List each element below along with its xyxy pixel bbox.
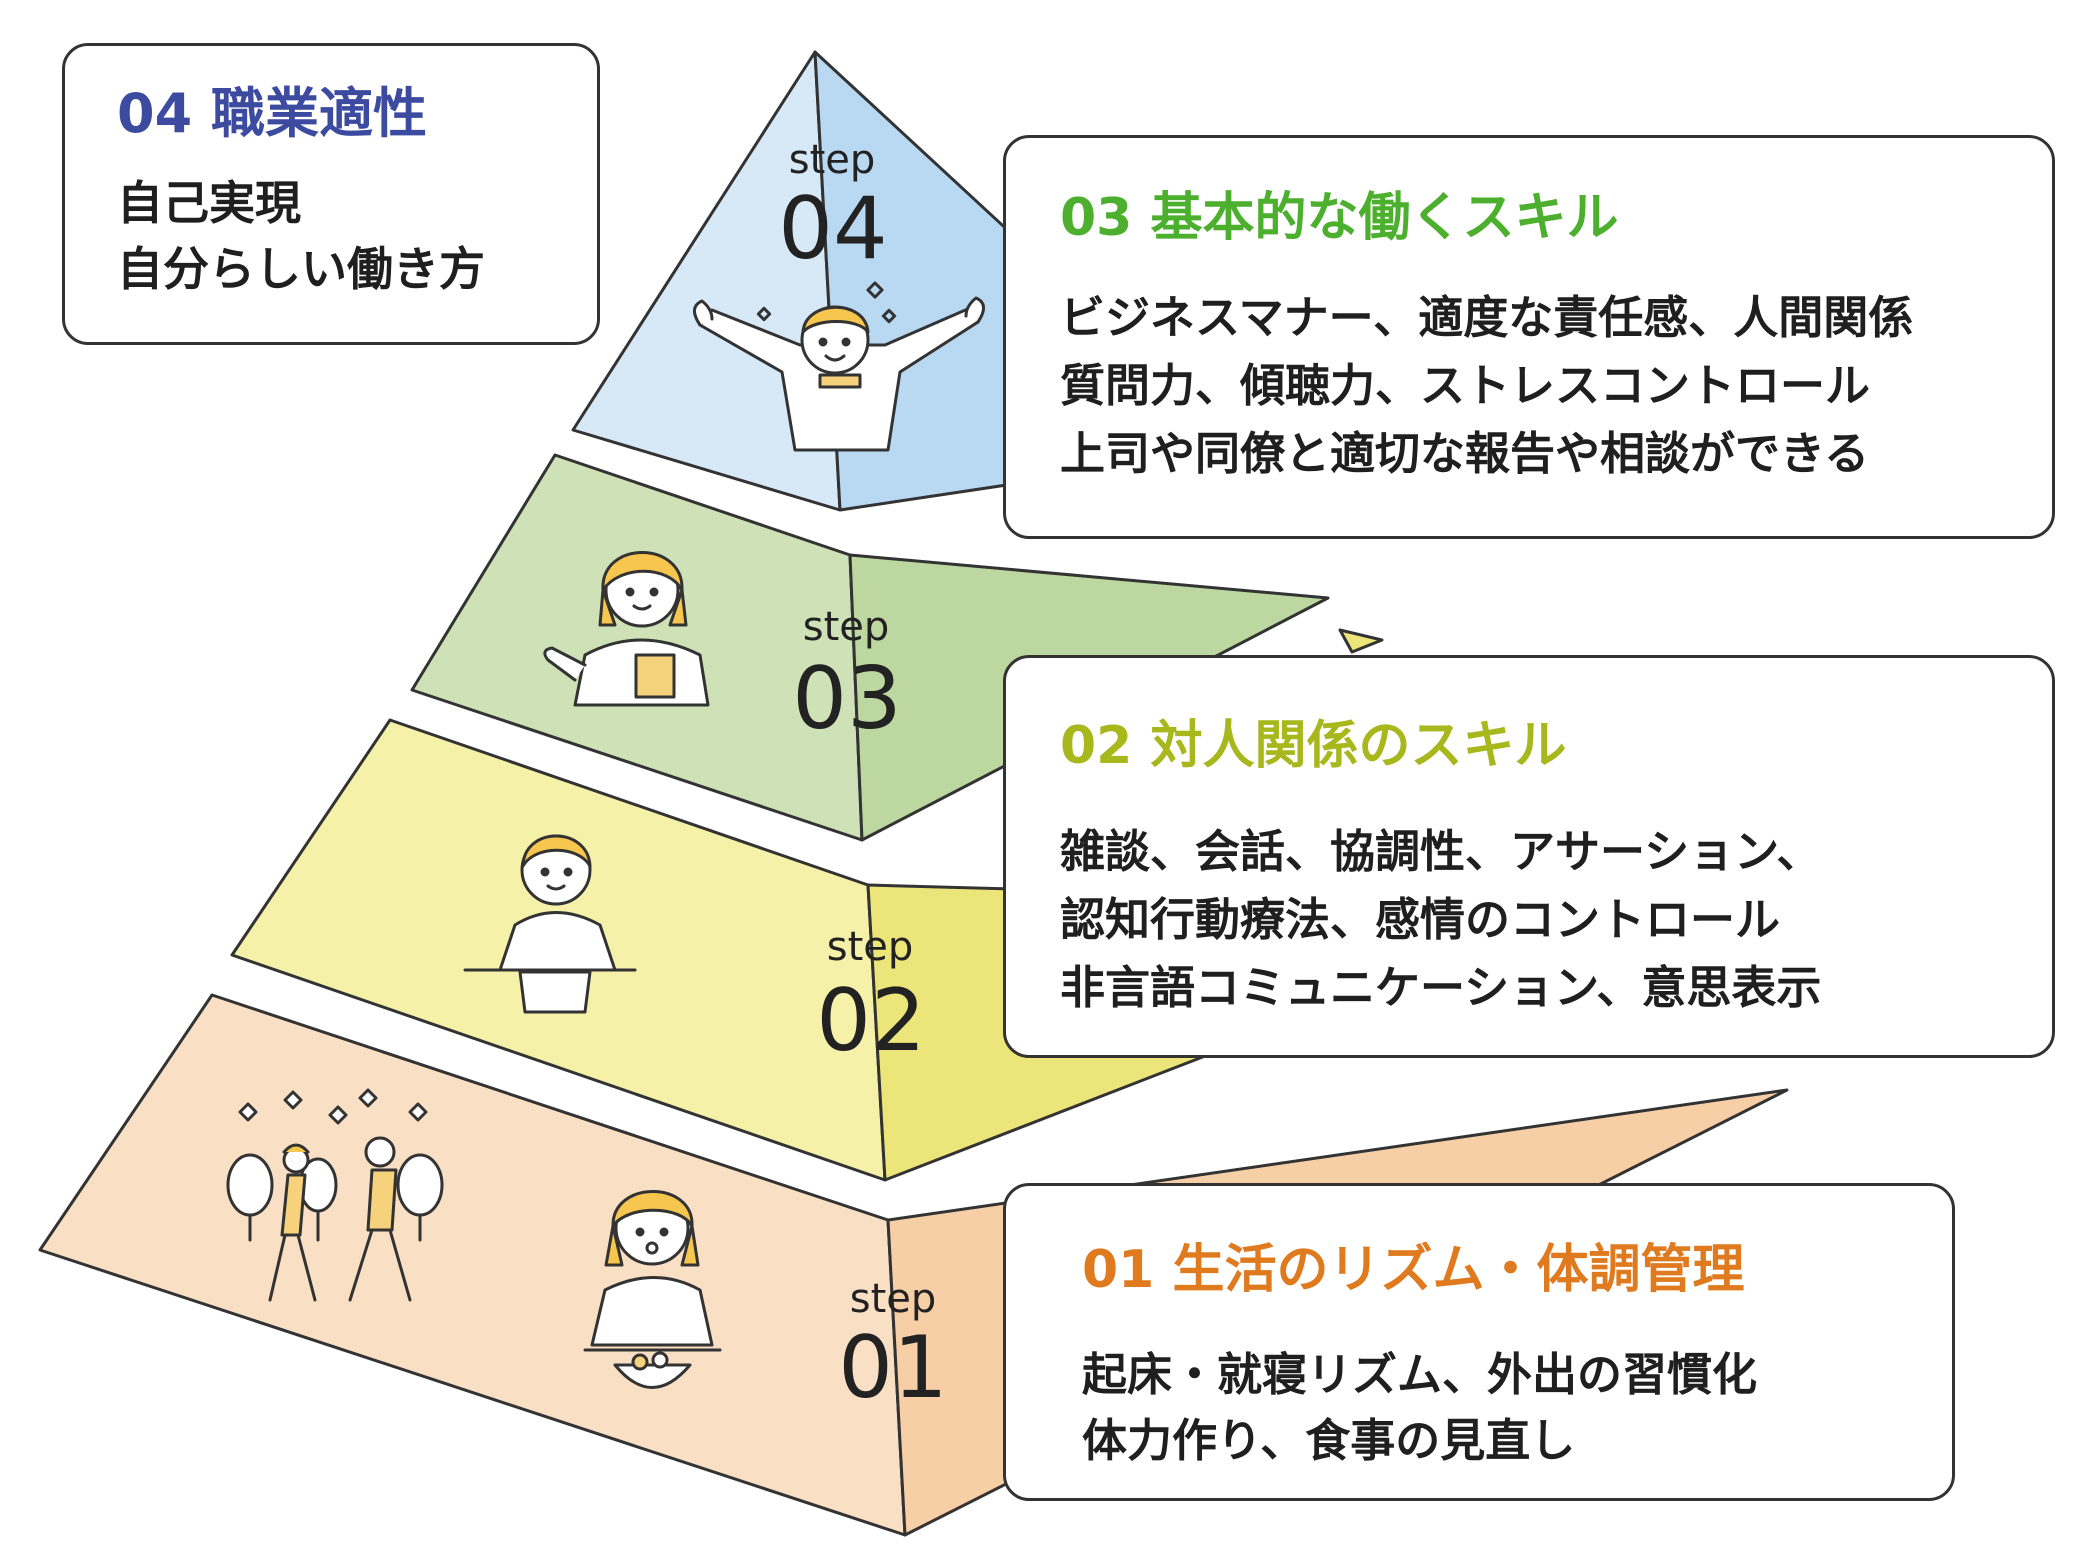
card-01-line: 起床・就寝リズム、外出の習慣化 xyxy=(1082,1348,1758,1401)
card-step-03: 03 基本的な働くスキル ビジネスマナー、適度な責任感、人間関係 質問力、傾聴力… xyxy=(1003,135,2055,539)
card-03-body: ビジネスマナー、適度な責任感、人間関係 質問力、傾聴力、ストレスコントロール 上… xyxy=(1060,284,2052,488)
card-01-line: 体力作り、食事の見直し xyxy=(1082,1414,1576,1467)
person-writing-icon xyxy=(463,834,637,1014)
step-04-number: 04 xyxy=(778,179,887,279)
card-04-title: 04 職業適性 xyxy=(117,82,427,145)
card-02-line: 非言語コミュニケーション、意思表示 xyxy=(1060,961,1822,1014)
card-03-line: ビジネスマナー、適度な責任感、人間関係 xyxy=(1060,291,1914,344)
step-02-number: 02 xyxy=(816,971,925,1071)
step-03-number: 03 xyxy=(792,649,901,749)
card-01-title: 01 生活のリズム・体調管理 xyxy=(1082,1240,1745,1300)
card-04-line: 自己実現 xyxy=(117,176,301,230)
card-02-body: 雑談、会話、協調性、アサーション、 認知行動療法、感情のコントロール 非言語コミ… xyxy=(1060,818,2052,1022)
step-01-word: step xyxy=(850,1276,937,1322)
card-03-title: 03 基本的な働くスキル xyxy=(1060,188,1619,248)
card-01-body: 起床・就寝リズム、外出の習慣化 体力作り、食事の見直し xyxy=(1082,1342,1952,1474)
card-03-line: 上司や同僚と適切な報告や相談ができる xyxy=(1060,427,1870,480)
card-02-title: 02 対人関係のスキル xyxy=(1060,716,1567,776)
card-step-04: 04 職業適性 自己実現 自分らしい働き方 xyxy=(62,43,600,345)
card-step-01: 01 生活のリズム・体調管理 起床・就寝リズム、外出の習慣化 体力作り、食事の見… xyxy=(1003,1183,1955,1501)
step-04-word: step xyxy=(789,137,876,183)
card-04-body: 自己実現 自分らしい働き方 xyxy=(117,170,597,302)
person-cheering-icon xyxy=(693,281,985,452)
card-02-line: 雑談、会話、協調性、アサーション、 xyxy=(1060,825,1822,878)
person-presenting-icon xyxy=(543,551,710,707)
card-04-line: 自分らしい働き方 xyxy=(117,242,485,296)
card-03-line: 質問力、傾聴力、ストレスコントロール xyxy=(1060,359,1871,412)
person-eating-icon xyxy=(583,1190,722,1389)
step-03-word: step xyxy=(803,604,890,650)
tier-03-right-ledge xyxy=(1338,628,1384,654)
card-02-line: 認知行動療法、感情のコントロール xyxy=(1060,893,1781,946)
step-02-word: step xyxy=(827,924,914,970)
step-01-number: 01 xyxy=(838,1318,947,1418)
people-walking-icon xyxy=(226,1088,444,1302)
card-step-02: 02 対人関係のスキル 雑談、会話、協調性、アサーション、 認知行動療法、感情の… xyxy=(1003,655,2055,1058)
